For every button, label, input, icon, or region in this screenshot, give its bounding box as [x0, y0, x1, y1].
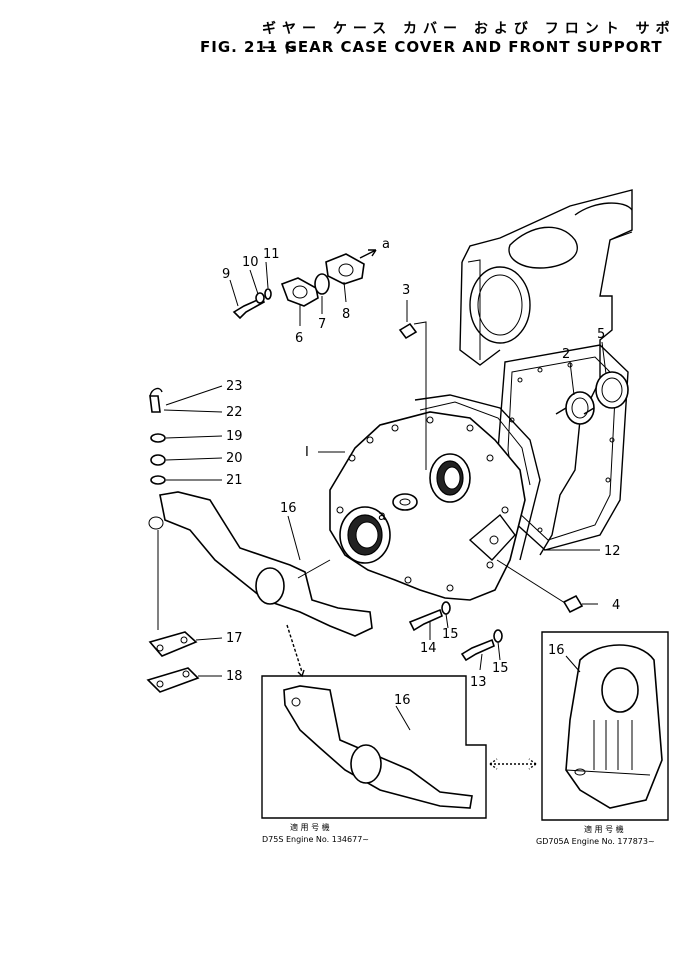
callout-9: 9 — [222, 267, 230, 282]
washer-15a — [441, 601, 451, 615]
washer-19 — [150, 433, 166, 443]
callout-a-cover: a — [378, 509, 386, 524]
gear-case-cover — [329, 394, 541, 601]
title-japanese: ギヤー ケース カバー および フロント サポート — [262, 21, 676, 57]
plug-4 — [562, 594, 584, 614]
engine-block — [459, 189, 633, 556]
flange-6 — [280, 277, 319, 307]
callout-13: 13 — [470, 675, 487, 690]
callout-a-top: a — [382, 237, 390, 252]
callout-23: 23 — [226, 379, 243, 394]
washer-11 — [264, 288, 272, 300]
nut-20 — [150, 454, 166, 466]
callout-4: 4 — [612, 598, 620, 613]
callout-16: 16 — [280, 501, 297, 516]
callout-15-lower: 15 — [492, 661, 509, 676]
inset-right — [541, 631, 669, 821]
washer-10 — [255, 292, 265, 304]
callout-20: 20 — [226, 451, 243, 466]
callout-6: 6 — [295, 331, 303, 346]
inset-right-note: GD705A Engine No. 177873~ — [536, 837, 655, 846]
callout-14: 14 — [420, 641, 437, 656]
bushing — [555, 391, 595, 425]
callout-labels: 9 10 11 6 7 8 a 3 2 5 23 22 19 20 21 I 1… — [222, 237, 621, 708]
callout-22: 22 — [226, 405, 243, 420]
bolt-14 — [408, 608, 443, 632]
callout-21: 21 — [226, 473, 243, 488]
inset-left-note: D75S Engine No. 134677~ — [262, 835, 369, 844]
callout-15-upper: 15 — [442, 627, 459, 642]
callout-1: I — [305, 445, 309, 460]
callout-3: 3 — [402, 283, 410, 298]
callout-12: 12 — [604, 544, 621, 559]
oil-seal — [595, 371, 629, 409]
callout-2: 2 — [562, 347, 570, 362]
callout-17: 17 — [226, 631, 243, 646]
callout-10: 10 — [242, 255, 259, 270]
arrow-a-top — [359, 249, 377, 259]
bolt-9 — [232, 296, 266, 320]
washer-21 — [150, 475, 166, 485]
inset-left-header: 適 用 号 機 — [290, 822, 330, 832]
callout-18: 18 — [226, 669, 243, 684]
callout-16-inset-right: 16 — [548, 643, 565, 658]
plate-18 — [146, 667, 200, 693]
washer-15b — [493, 629, 503, 643]
plug-3 — [398, 322, 418, 340]
leader-lines — [163, 261, 607, 731]
callout-19: 19 — [226, 429, 243, 444]
o-ring-7 — [314, 273, 330, 295]
bolt-13 — [460, 638, 495, 662]
callout-8: 8 — [342, 307, 350, 322]
front-support-16 — [148, 491, 373, 637]
inset-left — [261, 675, 487, 819]
adapter-8 — [325, 253, 365, 285]
title-english: FIG. 211 GEAR CASE COVER AND FRONT SUPPO… — [200, 38, 663, 56]
callout-5: 5 — [597, 327, 605, 342]
stud-23-22 — [149, 387, 163, 413]
plate-17 — [148, 631, 198, 657]
callout-11: 11 — [263, 247, 280, 262]
callout-7: 7 — [318, 317, 326, 332]
callout-16-inset-left: 16 — [394, 693, 411, 708]
inset-right-header: 適 用 号 機 — [584, 824, 624, 834]
